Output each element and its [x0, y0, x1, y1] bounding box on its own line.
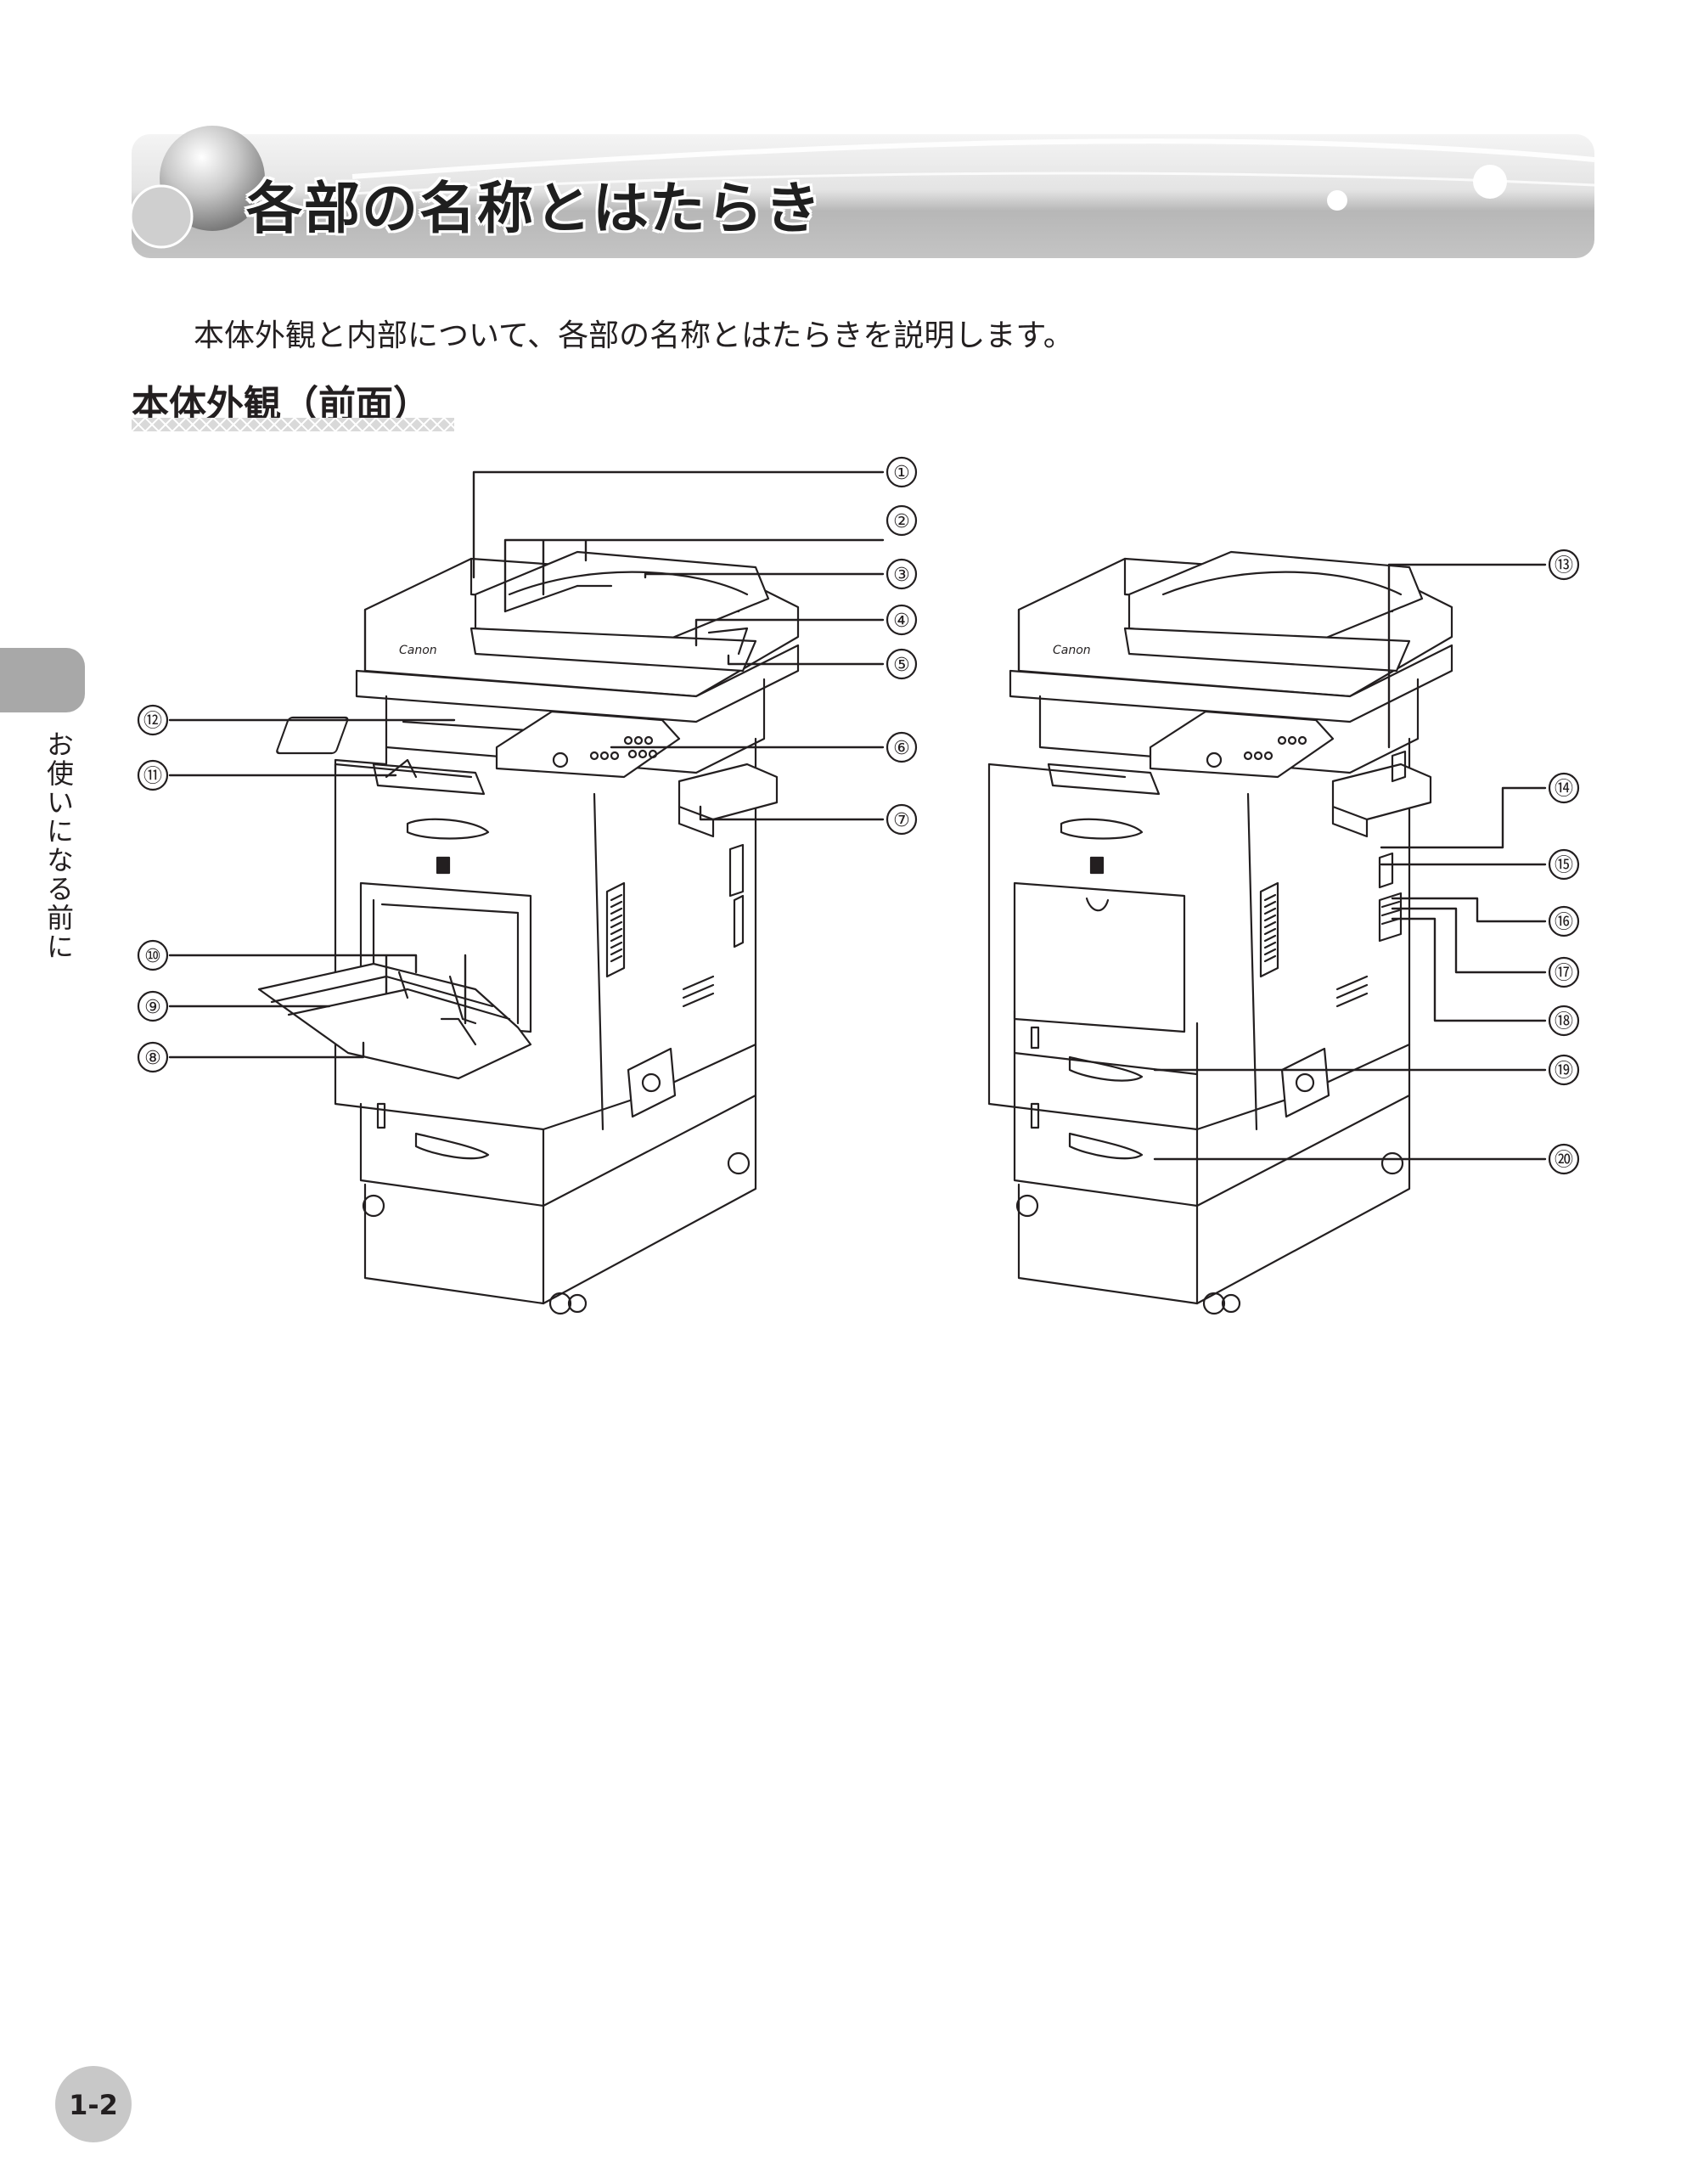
- svg-text:⑪: ⑪: [143, 766, 162, 787]
- svg-text:⑮: ⑮: [1555, 855, 1573, 876]
- callout-markers: ① ② ③ ④ ⑤ ⑥ ⑦ ⑧ ⑨ ⑩ ⑪ ⑫ ⑬ ⑭ ⑮ ⑯ ⑰ ⑱ ⑲ ⑳: [137, 456, 1580, 1175]
- svg-text:②: ②: [893, 511, 910, 532]
- callout-4: ④: [886, 604, 918, 636]
- svg-text:⑱: ⑱: [1555, 1011, 1573, 1033]
- callout-14: ⑭: [1548, 772, 1580, 804]
- svg-text:④: ④: [893, 611, 910, 632]
- callout-8: ⑧: [137, 1041, 169, 1073]
- leader-lines: [168, 470, 1547, 1161]
- callout-9: ⑨: [137, 990, 169, 1022]
- callout-2: ②: [886, 504, 918, 537]
- callout-19: ⑲: [1548, 1054, 1580, 1086]
- callout-16: ⑯: [1548, 905, 1580, 937]
- callout-13: ⑬: [1548, 549, 1580, 581]
- section-underline-pattern: [132, 418, 454, 431]
- chapter-tab[interactable]: [0, 648, 85, 712]
- svg-text:⑫: ⑫: [143, 711, 162, 732]
- svg-text:⑩: ⑩: [144, 946, 161, 967]
- svg-text:⑭: ⑭: [1555, 779, 1573, 800]
- svg-text:①: ①: [893, 463, 910, 484]
- page-number: 1-2: [69, 2089, 118, 2121]
- front-printer: Canon: [257, 550, 800, 1315]
- callout-15: ⑮: [1548, 848, 1580, 881]
- callout-17: ⑰: [1548, 956, 1580, 988]
- front-brand-logo: Canon: [399, 644, 437, 657]
- svg-text:③: ③: [893, 565, 910, 586]
- callout-6: ⑥: [886, 731, 918, 763]
- title-banner: [132, 134, 1594, 258]
- page-title: 各部の名称とはたらき: [246, 176, 823, 241]
- svg-text:⑥: ⑥: [893, 738, 910, 759]
- callout-3: ③: [886, 558, 918, 590]
- callout-1: ①: [886, 456, 918, 488]
- callout-18: ⑱: [1548, 1005, 1580, 1037]
- intro-text: 本体外観と内部について、各部の名称とはたらきを説明します。: [194, 318, 1074, 353]
- callout-20: ⑳: [1548, 1143, 1580, 1175]
- svg-text:⑯: ⑯: [1555, 912, 1573, 933]
- svg-text:⑳: ⑳: [1555, 1150, 1573, 1171]
- svg-text:⑰: ⑰: [1555, 963, 1573, 984]
- callout-7: ⑦: [886, 803, 918, 836]
- svg-text:⑬: ⑬: [1555, 555, 1573, 577]
- callout-10: ⑩: [137, 939, 169, 971]
- svg-text:⑨: ⑨: [144, 997, 161, 1018]
- banner-decoration: [351, 138, 1594, 211]
- callout-12: ⑫: [137, 704, 169, 736]
- svg-text:⑧: ⑧: [144, 1048, 161, 1069]
- rear-brand-logo: Canon: [1053, 644, 1091, 657]
- callout-11: ⑪: [137, 759, 169, 791]
- svg-text:⑲: ⑲: [1555, 1061, 1573, 1082]
- page-number-badge: [55, 2066, 132, 2142]
- chapter-tab-label: お使いになる前に: [42, 730, 75, 961]
- svg-text:⑦: ⑦: [893, 810, 910, 831]
- svg-text:⑤: ⑤: [893, 655, 910, 676]
- rear-printer: Canon: [987, 550, 1453, 1315]
- callout-5: ⑤: [886, 648, 918, 680]
